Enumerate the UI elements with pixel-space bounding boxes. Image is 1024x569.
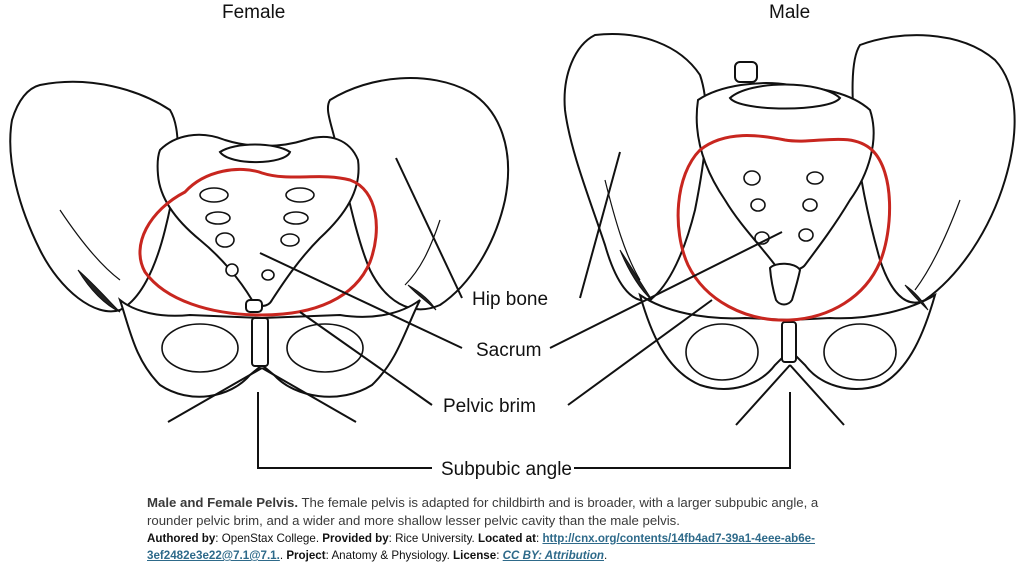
caption-text: The female pelvis is adapted for childbi… bbox=[147, 495, 819, 528]
attribution: Authored by: OpenStax College. Provided … bbox=[147, 532, 815, 562]
female-pelvic-brim bbox=[138, 167, 378, 317]
subpubic-angle-label: Subpubic angle bbox=[441, 459, 572, 480]
caption-heading: Male and Female Pelvis. bbox=[147, 495, 298, 510]
sacrum-leader-female bbox=[259, 252, 463, 349]
female-ilium-contour bbox=[59, 209, 121, 281]
sacrum-leader-male bbox=[549, 231, 783, 349]
female-pelvis bbox=[9, 77, 509, 423]
female-pubic-symphysis bbox=[251, 317, 269, 367]
male-vertebra-stub bbox=[734, 61, 758, 83]
hip-bone-label: Hip bone bbox=[472, 289, 548, 310]
female-right-notch bbox=[407, 284, 437, 311]
male-left-obturator bbox=[685, 323, 759, 381]
subpubic-angle-bracket bbox=[574, 392, 791, 469]
male-ilium-contour bbox=[914, 199, 961, 291]
male-sacral-foramen bbox=[802, 198, 818, 212]
female-left-ilium bbox=[9, 80, 179, 313]
female-sacral-foramen bbox=[285, 187, 315, 203]
female-sacral-foramen bbox=[199, 187, 229, 203]
source-link[interactable]: http://cnx.org/contents/14fb4ad7-39a1-4e… bbox=[147, 532, 815, 562]
pelvic-brim-leader-male bbox=[567, 299, 713, 406]
subpubic-angle-bracket bbox=[257, 392, 432, 469]
male-title: Male bbox=[769, 2, 810, 23]
female-sacral-foramen bbox=[215, 232, 235, 248]
female-title: Female bbox=[222, 2, 285, 23]
male-sacral-foramen bbox=[806, 171, 824, 185]
pelvic-brim-leader-female bbox=[299, 311, 433, 406]
female-sacral-foramen bbox=[283, 211, 309, 225]
male-sacral-promontory bbox=[728, 83, 842, 110]
male-pubic-symphysis bbox=[781, 321, 797, 363]
male-sacral-foramen bbox=[743, 170, 761, 186]
project-label: Project bbox=[286, 549, 326, 562]
license-label: License bbox=[453, 549, 497, 562]
authored-by-value: OpenStax College. bbox=[221, 532, 320, 545]
male-sacral-foramen bbox=[798, 228, 814, 242]
male-subpubic-angle-line bbox=[789, 364, 845, 426]
male-sacral-foramen bbox=[750, 198, 766, 212]
project-value: Anatomy & Physiology. bbox=[331, 549, 450, 562]
female-sacral-foramen bbox=[280, 233, 300, 247]
female-left-obturator bbox=[161, 323, 239, 373]
female-coccyx bbox=[245, 299, 263, 313]
license-link[interactable]: CC BY: Attribution bbox=[503, 549, 604, 562]
male-right-obturator bbox=[823, 323, 897, 381]
female-right-ilium bbox=[326, 77, 509, 311]
male-left-notch bbox=[619, 249, 653, 301]
license-value: CC BY: Attribution bbox=[502, 549, 604, 562]
female-sacral-foramen bbox=[205, 211, 231, 225]
female-sacral-foramen bbox=[225, 263, 239, 277]
female-sacral-promontory bbox=[218, 143, 292, 164]
hip-bone-leader-male bbox=[579, 151, 621, 299]
provided-by-label: Provided by bbox=[322, 532, 389, 545]
male-right-notch bbox=[904, 284, 929, 311]
female-ilium-contour bbox=[404, 219, 441, 286]
female-subpubic-angle-line bbox=[261, 367, 357, 423]
located-at-label: Located at bbox=[478, 532, 536, 545]
male-pelvic-brim bbox=[676, 134, 892, 322]
leader-lines bbox=[257, 151, 791, 469]
male-coccyx bbox=[768, 262, 802, 306]
male-right-ilium bbox=[851, 34, 1016, 304]
female-sacral-foramen bbox=[261, 269, 275, 281]
hip-bone-leader-female bbox=[395, 157, 463, 299]
pelvic-brim-label: Pelvic brim bbox=[443, 396, 536, 417]
female-left-notch bbox=[77, 269, 121, 313]
female-subpubic-angle-line bbox=[167, 367, 263, 423]
sacrum-label: Sacrum bbox=[476, 340, 541, 361]
figure-caption: Male and Female Pelvis. The female pelvi… bbox=[147, 494, 837, 530]
female-right-obturator bbox=[286, 323, 364, 373]
provided-by-value: Rice University. bbox=[395, 532, 475, 545]
authored-by-label: Authored by bbox=[147, 532, 216, 545]
male-subpubic-angle-line bbox=[735, 364, 791, 426]
male-sacrum bbox=[695, 82, 875, 272]
pelvis-diagram: Female Male bbox=[9, 2, 1016, 480]
male-pelvis bbox=[563, 33, 1016, 426]
